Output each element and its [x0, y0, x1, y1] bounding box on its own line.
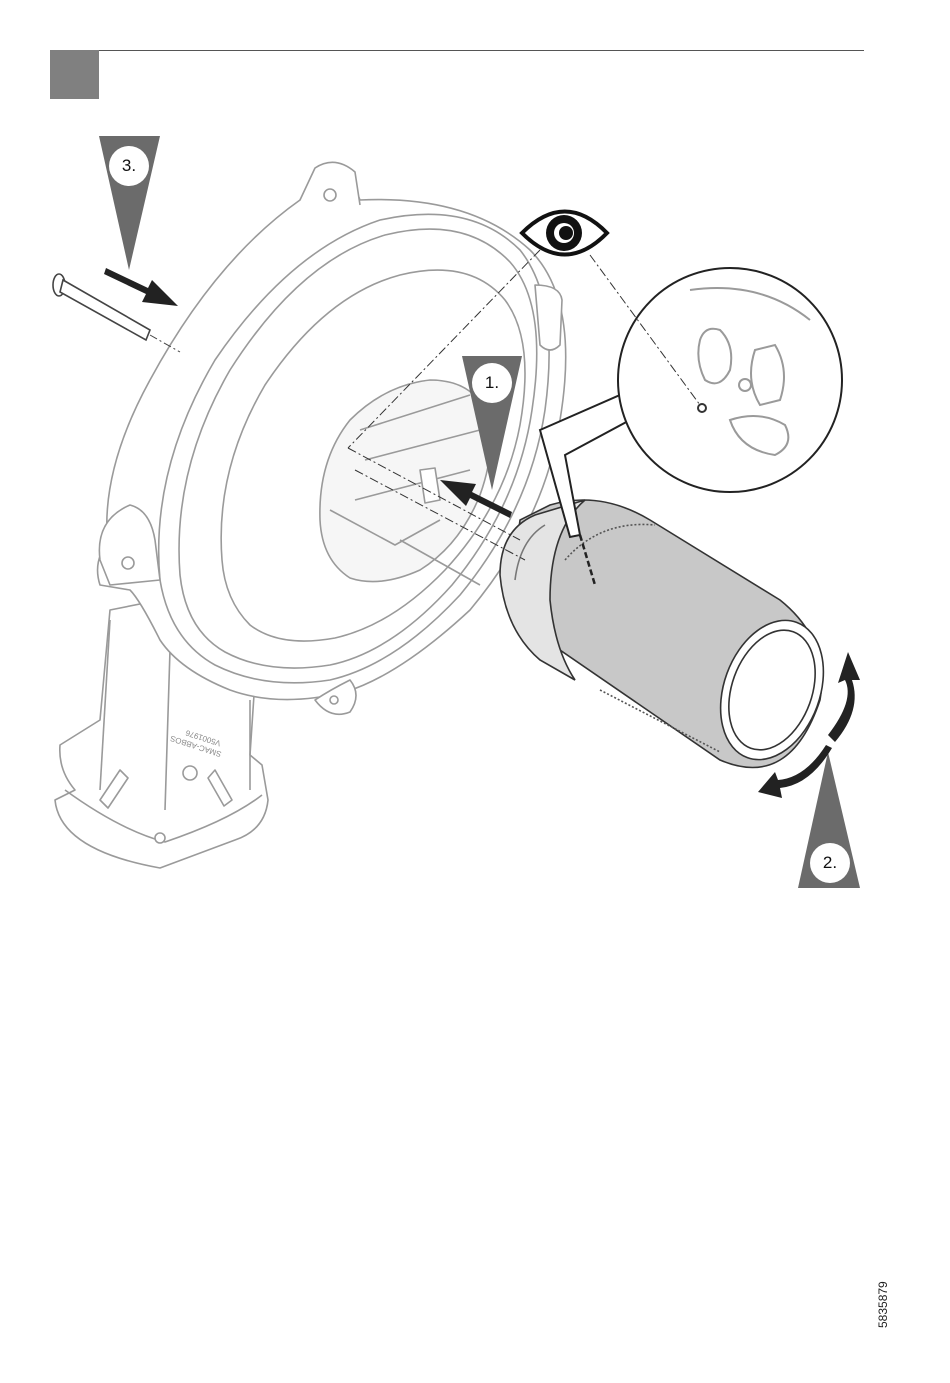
document-number: 5835879	[876, 1281, 890, 1328]
step-3-label: 3.	[109, 146, 149, 186]
step-2-label: 2.	[810, 843, 850, 883]
detail-callout	[540, 268, 842, 537]
burner-housing	[55, 162, 566, 868]
step-1-label: 1.	[472, 363, 512, 403]
eye-icon	[522, 212, 607, 255]
flame-tube	[500, 500, 842, 774]
